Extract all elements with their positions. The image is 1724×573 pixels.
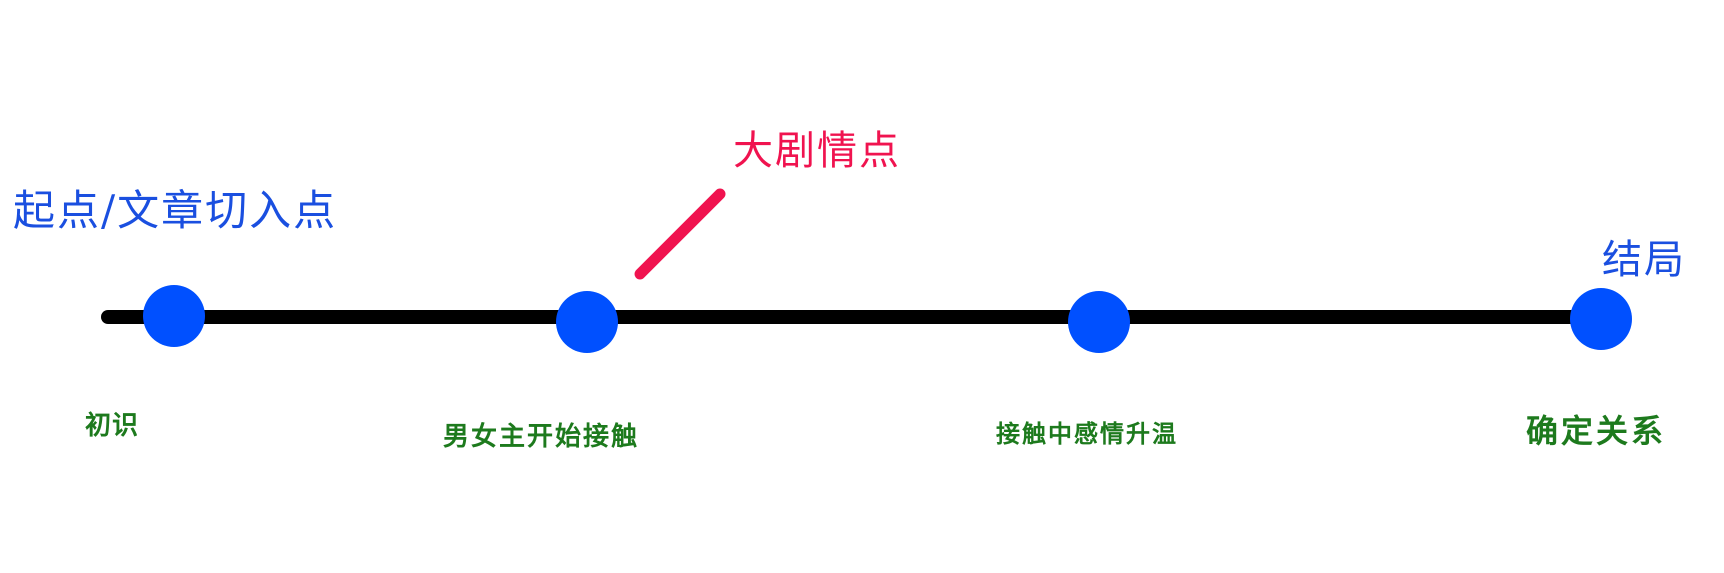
start-point-label: 起点/文章切入点	[13, 186, 338, 235]
timeline-node-2	[556, 291, 618, 353]
timeline-node-1	[143, 285, 205, 347]
stage-label-1: 初识	[85, 411, 140, 441]
climax-marker-line	[634, 188, 726, 280]
stage-label-3: 接触中感情升温	[996, 419, 1178, 448]
ending-label: 结局	[1602, 237, 1686, 283]
timeline-node-4	[1570, 288, 1632, 350]
timeline-node-3	[1068, 291, 1130, 353]
climax-label: 大剧情点	[733, 128, 901, 174]
stage-label-2: 男女主开始接触	[443, 422, 640, 452]
stage-label-4: 确定关系	[1526, 412, 1667, 450]
